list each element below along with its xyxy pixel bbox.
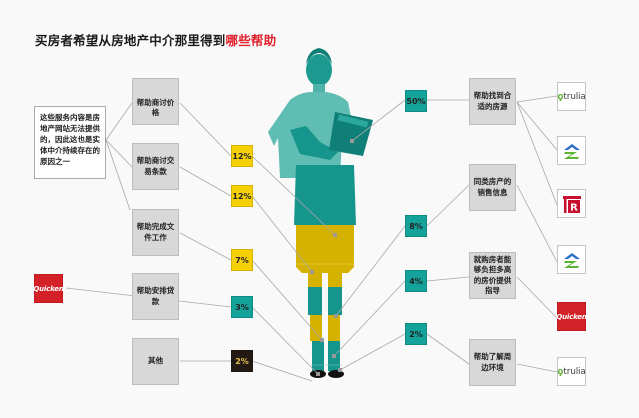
figure-markers	[310, 139, 354, 376]
trulia-logo-top: ϙtrulia	[557, 82, 586, 111]
category-neighborhood: 帮助了解周边环境	[469, 339, 516, 386]
percent-other: 2%	[231, 350, 253, 372]
trulia-pin-icon: ϙ	[557, 91, 564, 102]
percent-arrange-loan: 3%	[231, 296, 253, 318]
quicken-logo-text: Quicken	[556, 312, 587, 321]
percent-negotiate-terms: 12%	[231, 185, 253, 207]
quicken-logo-text: Quicken	[33, 284, 64, 293]
title-main: 买房者希望从房地产中介那里得到	[35, 33, 226, 48]
trulia-logo-text: trulia	[563, 91, 586, 102]
percent-negotiate-price: 12%	[231, 145, 253, 167]
quicken-logo-right: Quicken	[556, 302, 587, 331]
category-affordability: 就购房者能够负担多高的房价提供指导	[469, 252, 516, 299]
note-box: 这些服务内容是房地产网站无法提供的，因此这也是实体中介持续存在的原因之一	[34, 106, 106, 179]
zillow-icon	[563, 143, 580, 159]
redfin-icon: R	[562, 195, 581, 213]
category-negotiate-terms: 帮助商讨交易条款	[132, 143, 179, 190]
zillow-logo-bottom	[557, 245, 586, 274]
woman-figure	[268, 48, 373, 378]
trulia-logo-bottom: ϙtrulia	[557, 357, 586, 386]
zillow-logo-top	[557, 136, 586, 165]
category-arrange-loan: 帮助安排贷款	[132, 273, 179, 320]
category-other: 其他	[132, 338, 179, 385]
svg-text:R: R	[570, 202, 578, 213]
category-find-listings: 帮助找到合适的房源	[469, 78, 516, 125]
category-negotiate-price: 帮助商讨价格	[132, 78, 179, 125]
percent-comparable-sales: 8%	[405, 215, 427, 237]
title-highlight: 哪些帮助	[225, 33, 277, 48]
category-paperwork: 帮助完成文件工作	[132, 209, 179, 256]
percent-paperwork: 7%	[231, 249, 253, 271]
connector-lines	[65, 95, 558, 382]
percent-find-listings: 50%	[405, 90, 427, 112]
redfin-logo: R	[557, 189, 586, 218]
trulia-logo-text: trulia	[563, 366, 586, 377]
trulia-pin-icon: ϙ	[557, 366, 564, 377]
page-title: 买房者希望从房地产中介那里得到哪些帮助	[35, 30, 276, 49]
zillow-icon	[563, 252, 580, 268]
percent-neighborhood: 2%	[405, 323, 427, 345]
quicken-logo-left: Quicken	[33, 274, 64, 303]
category-comparable-sales: 同类房产的销售信息	[469, 164, 516, 211]
percent-affordability: 4%	[405, 270, 427, 292]
